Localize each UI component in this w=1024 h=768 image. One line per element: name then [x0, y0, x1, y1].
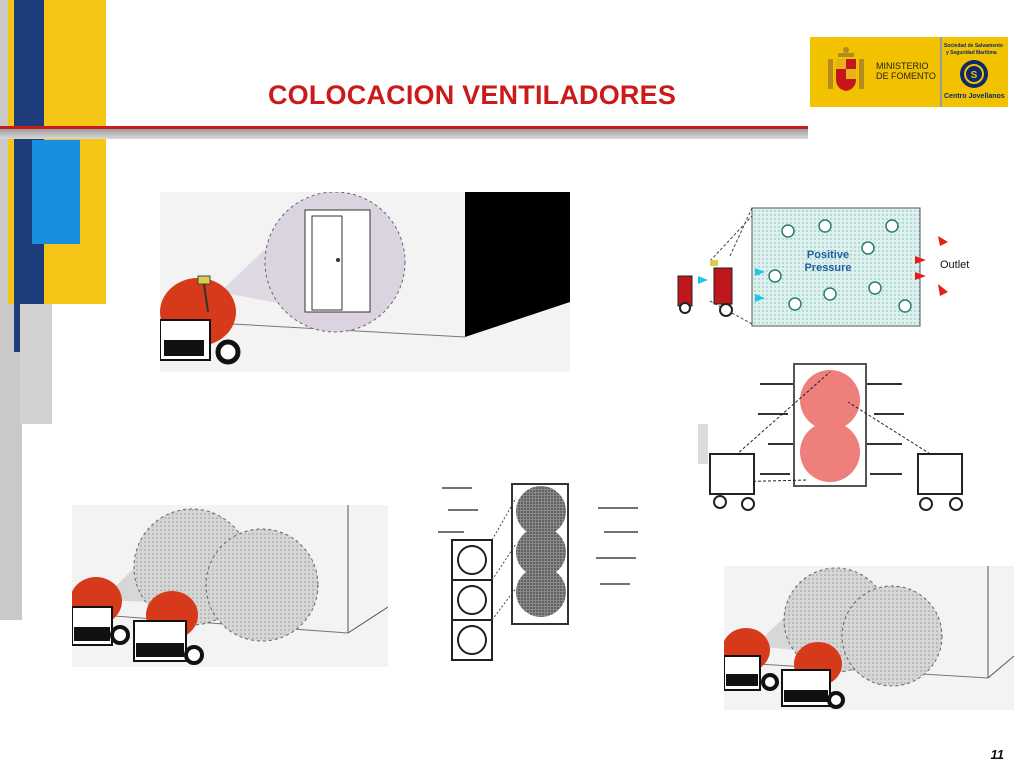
- fan-unit-left-icon: [709, 453, 755, 511]
- logo-society-line2: y Seguridad Marítima: [946, 50, 997, 56]
- slide-title: COLOCACION VENTILADORES: [267, 80, 677, 110]
- outlet-arrows: [915, 236, 948, 296]
- fan-cart-icon: [677, 260, 733, 317]
- fan-unit-front-right-icon: [781, 642, 845, 709]
- fan-unit-front-icon: [133, 591, 204, 665]
- fan-unit-icon: [160, 275, 241, 365]
- page-number: 11: [990, 747, 1005, 762]
- decor-bar-lightgrey: [20, 304, 52, 424]
- inflow-arrows: [698, 268, 765, 302]
- fan-unit-right-icon: [917, 453, 963, 511]
- stacked-fan-units-icon: [451, 539, 493, 661]
- sasemar-emblem-icon: S: [960, 60, 988, 88]
- fan-disc-bottom: [800, 422, 860, 482]
- illustration-two-fans-right: [724, 566, 1014, 710]
- logo-block: MINISTERIO DE FOMENTO Sociedad de Salvam…: [810, 37, 1008, 107]
- logo-society-line1: Sociedad de Salvamento: [944, 43, 1003, 49]
- outlet-label: Outlet: [940, 259, 969, 271]
- decor-bar-blue: [32, 140, 80, 244]
- logo-center-name: Centro Jovellanos: [944, 93, 1005, 100]
- header-rule-shadow: [0, 128, 808, 139]
- fan-unit-back-icon: [72, 577, 130, 646]
- pressure-label-line1: Positive: [807, 249, 849, 261]
- logo-ministry-line2: DE FOMENTO: [876, 71, 936, 81]
- brick-wall-lines: [438, 487, 638, 585]
- brick-wall: [758, 383, 904, 475]
- illustration-three-fans-door: [428, 478, 654, 668]
- illustration-two-fans-left: [72, 505, 388, 667]
- svg-text:S: S: [971, 70, 978, 81]
- fan-unit-back-right-icon: [724, 628, 779, 691]
- logo-ministry-line1: MINISTERIO: [876, 61, 929, 71]
- illustration-stacked-fans-brick: [698, 362, 978, 522]
- coat-of-arms-icon: [828, 47, 864, 91]
- fan-disc-top: [800, 370, 860, 430]
- logo-divider: [940, 37, 942, 107]
- pressure-particles: [768, 219, 912, 313]
- header-rule-red: [0, 126, 808, 129]
- pressure-label-line2: Pressure: [804, 262, 851, 274]
- illustration-positive-pressure: Positive Pressure Outlet: [670, 206, 980, 346]
- illustration-single-fan-door: [160, 192, 570, 372]
